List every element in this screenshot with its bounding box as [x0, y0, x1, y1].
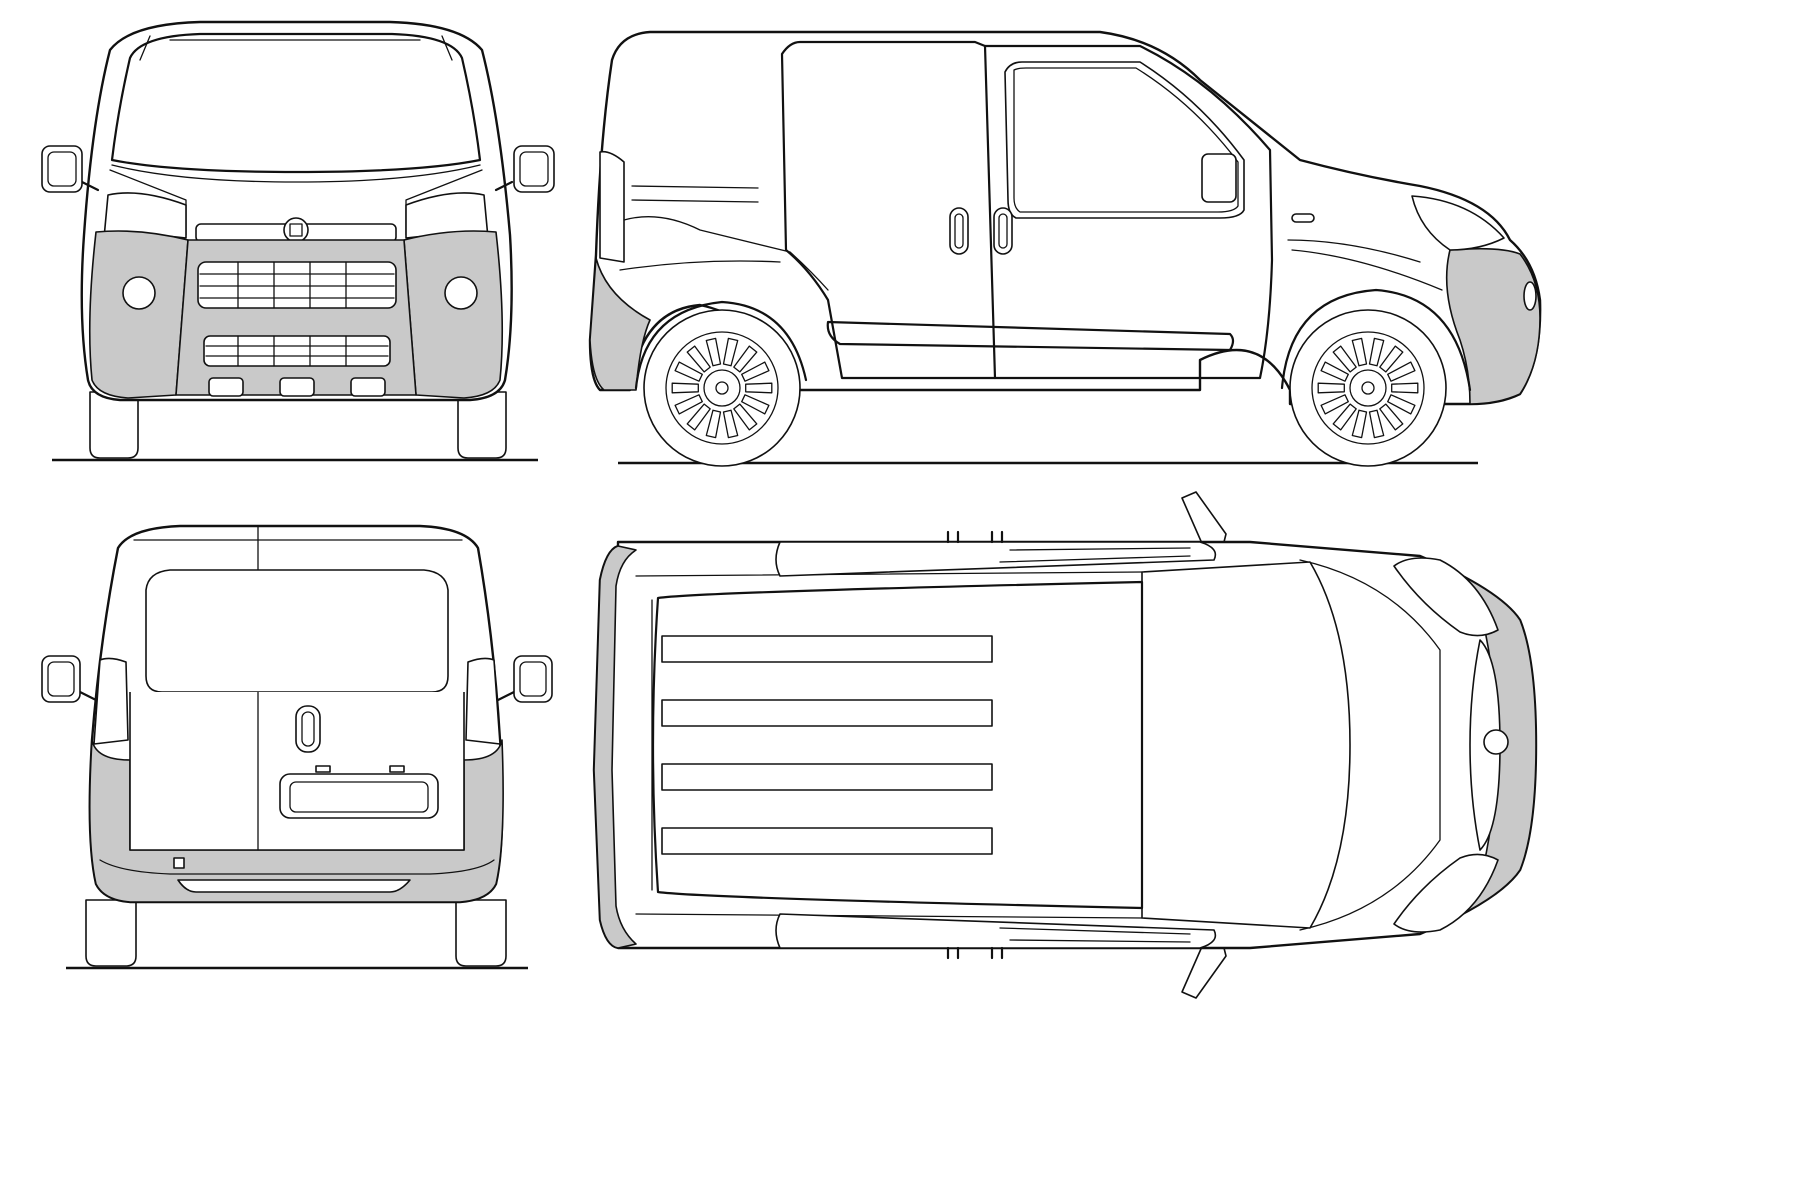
top-roof-bar-3	[661, 763, 993, 791]
wheel-spoke-slot	[705, 337, 722, 367]
wheel-spoke-slot	[1368, 409, 1385, 439]
wheel-spoke-slot	[722, 409, 739, 439]
top-windscreen	[1141, 561, 1351, 929]
top-roof	[651, 580, 1144, 910]
rear-left-mirror	[41, 655, 81, 703]
wheel-spoke-slot	[1317, 382, 1345, 394]
front-right-foglight	[444, 276, 478, 310]
wheel-spoke-slot	[674, 394, 703, 415]
front-lower-intake	[203, 335, 391, 367]
rear-view	[41, 524, 553, 970]
top-right-headlight	[1393, 853, 1499, 933]
wheel-spoke-slot	[1387, 394, 1416, 415]
front-right-wheel	[457, 391, 507, 459]
wheel-spoke-slot	[741, 394, 770, 415]
wheel-spoke-slot	[1368, 337, 1385, 367]
wheel-spoke-slot	[745, 382, 773, 394]
side-front-door	[983, 44, 1274, 380]
front-view	[41, 20, 555, 462]
top-left-headlight	[1393, 557, 1499, 637]
side-rear-wheel	[643, 309, 801, 467]
side-front-foglight	[1523, 281, 1537, 311]
side-door-handle-rear	[949, 207, 969, 255]
wheel-spoke-slot	[733, 345, 758, 373]
rear-plate-recess	[279, 773, 439, 819]
front-right-mirror	[513, 145, 555, 193]
side-view	[588, 30, 1542, 467]
rear-left-wheel	[85, 899, 137, 967]
side-rub-strip	[826, 320, 1235, 352]
front-badge	[283, 217, 309, 243]
top-roof-bar-4	[661, 827, 993, 855]
wheel-spoke-slot	[686, 345, 711, 373]
wheel-spoke-slot	[1351, 409, 1368, 439]
front-left-wheel	[89, 391, 139, 459]
wheel-spoke-slot	[1320, 394, 1349, 415]
wheel-spoke-slot	[686, 403, 711, 431]
wheel-spoke-slot	[1332, 403, 1357, 431]
top-roof-bar-1	[661, 635, 993, 663]
front-windscreen	[110, 32, 482, 174]
wheel-spoke-slot	[722, 337, 739, 367]
wheel-spoke-slot	[1391, 382, 1419, 394]
side-headlight	[1411, 195, 1505, 251]
front-left-foglight	[122, 276, 156, 310]
side-rear-bumper	[589, 257, 651, 391]
wheel-spoke-slot	[1379, 403, 1404, 431]
side-front-wheel	[1289, 309, 1447, 467]
wheel-spoke-slot	[1387, 361, 1416, 382]
wheel-spoke-slot	[741, 361, 770, 382]
side-front-bumper	[1445, 247, 1541, 405]
wheel-spoke-slot	[674, 361, 703, 382]
top-badge	[1483, 729, 1509, 755]
rear-right-wheel	[455, 899, 507, 967]
rear-right-taillight	[465, 657, 501, 745]
side-mirror	[1201, 153, 1237, 203]
top-roof-bar-2	[661, 699, 993, 727]
front-grille	[197, 261, 397, 309]
wheel-spoke-slot	[1351, 337, 1368, 367]
van-blueprint	[41, 20, 1542, 999]
wheel-spoke-slot	[1379, 345, 1404, 373]
wheel-spoke-slot	[733, 403, 758, 431]
rear-door-handle	[295, 705, 321, 753]
rear-right-mirror	[513, 655, 553, 703]
side-door-handle-front	[993, 207, 1013, 255]
front-left-mirror	[41, 145, 83, 193]
rear-left-taillight	[93, 657, 129, 745]
wheel-spoke-slot	[705, 409, 722, 439]
wheel-spoke-slot	[1332, 345, 1357, 373]
side-cargo-door	[780, 40, 997, 380]
wheel-spoke-slot	[1320, 361, 1349, 382]
front-bumper	[88, 230, 189, 399]
rear-window	[145, 569, 449, 693]
wheel-spoke-slot	[671, 382, 699, 394]
top-view	[592, 491, 1538, 999]
side-window	[1004, 61, 1245, 219]
top-rear-bumper	[593, 545, 637, 949]
